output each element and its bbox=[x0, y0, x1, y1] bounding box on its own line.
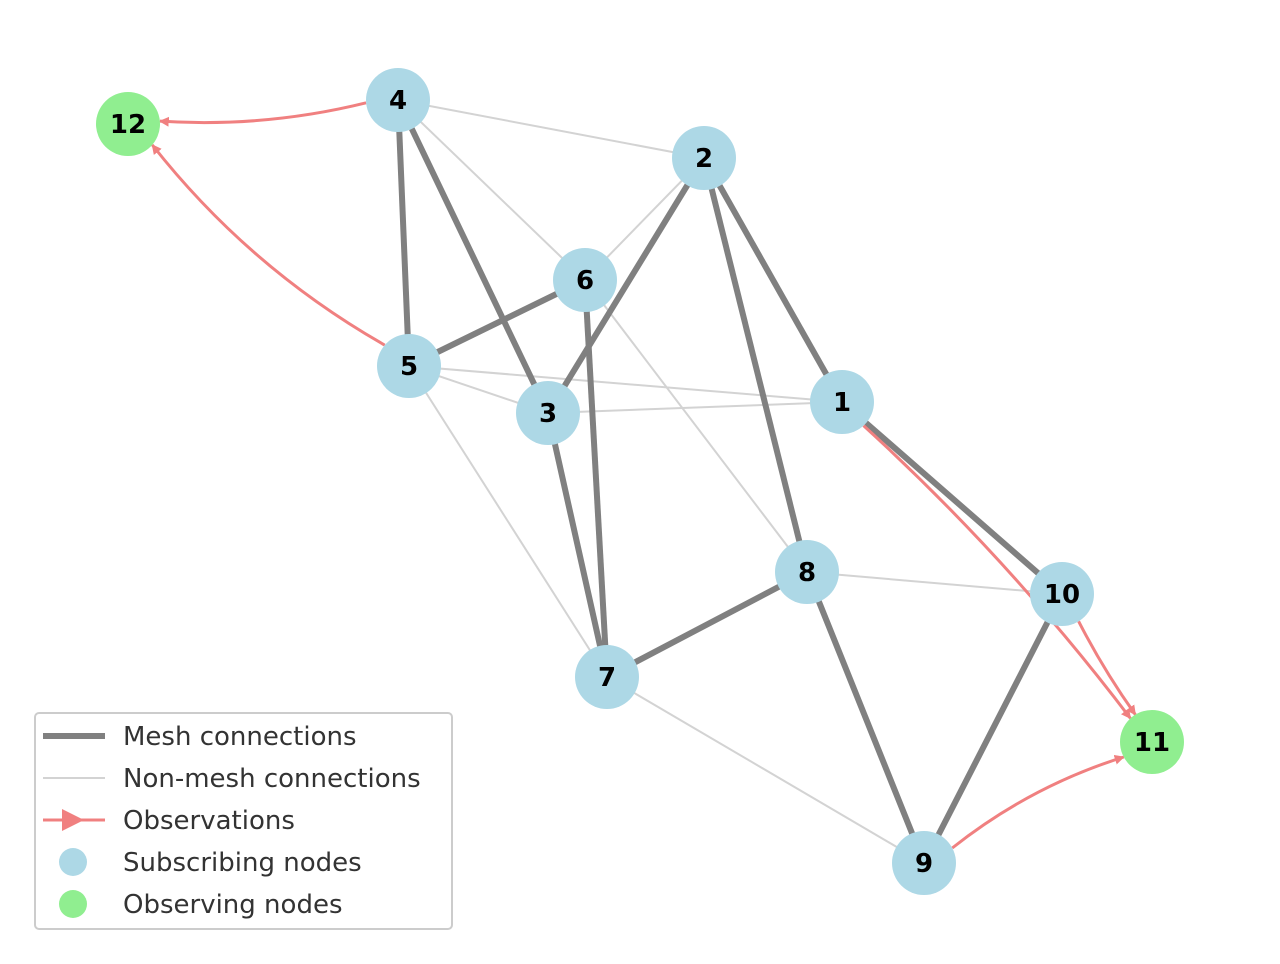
node-label: 3 bbox=[539, 399, 557, 429]
legend-observations-label: Observations bbox=[123, 806, 295, 836]
observation-edge-4-12 bbox=[158, 101, 367, 127]
node-label: 5 bbox=[400, 352, 418, 382]
node-12: 12 bbox=[96, 92, 160, 156]
node-circle bbox=[377, 334, 441, 398]
legend: Mesh connections Non-mesh connections Ob… bbox=[34, 712, 453, 930]
mesh-edges bbox=[395, 98, 1065, 865]
observation-edges bbox=[151, 101, 1137, 850]
legend-subscribing-label: Subscribing nodes bbox=[123, 848, 362, 878]
non-mesh-edges bbox=[397, 99, 1063, 864]
node-circle bbox=[810, 370, 874, 434]
mesh-edge-6-7 bbox=[582, 279, 610, 678]
node-8: 8 bbox=[775, 540, 839, 604]
node-1: 1 bbox=[810, 370, 874, 434]
non-mesh-edge-6-8 bbox=[584, 279, 808, 573]
mesh-edge-4-5 bbox=[395, 99, 412, 367]
node-label: 7 bbox=[598, 663, 616, 693]
non-mesh-edge-4-2 bbox=[397, 99, 705, 159]
node-circle bbox=[366, 68, 430, 132]
node-label: 8 bbox=[798, 558, 816, 588]
node-label: 2 bbox=[695, 144, 713, 174]
node-3: 3 bbox=[516, 381, 580, 445]
non-mesh-edge-5-7 bbox=[408, 365, 608, 678]
node-label: 1 bbox=[833, 388, 851, 418]
mesh-edge-2-1 bbox=[701, 156, 845, 404]
node-circle bbox=[553, 248, 617, 312]
node-circle bbox=[672, 126, 736, 190]
node-circle bbox=[1030, 562, 1094, 626]
legend-box bbox=[34, 712, 453, 930]
non-mesh-edge-4-6 bbox=[397, 99, 586, 281]
non-mesh-edge-7-9 bbox=[606, 676, 925, 864]
mesh-edge-1-10 bbox=[840, 399, 1064, 597]
node-5: 5 bbox=[377, 334, 441, 398]
node-label: 11 bbox=[1134, 728, 1170, 758]
mesh-edge-5-6 bbox=[407, 277, 587, 369]
node-label: 4 bbox=[389, 86, 407, 116]
node-4: 4 bbox=[366, 68, 430, 132]
mesh-edge-3-7 bbox=[545, 412, 610, 678]
mesh-edge-4-3 bbox=[395, 98, 551, 415]
non-mesh-edge-3-1 bbox=[547, 401, 843, 414]
node-circle bbox=[96, 92, 160, 156]
non-mesh-edge-8-10 bbox=[806, 571, 1063, 595]
node-label: 9 bbox=[915, 849, 933, 879]
observation-edge-10-11 bbox=[1077, 620, 1137, 716]
node-6: 6 bbox=[553, 248, 617, 312]
observation-edge-5-12 bbox=[151, 143, 386, 347]
node-circle bbox=[775, 540, 839, 604]
node-11: 11 bbox=[1120, 710, 1184, 774]
mesh-edge-8-9 bbox=[804, 570, 927, 865]
non-mesh-edge-5-1 bbox=[408, 365, 843, 403]
observation-edge-9-11 bbox=[951, 754, 1125, 850]
legend-observations-arrow-icon bbox=[62, 809, 84, 831]
node-9: 9 bbox=[892, 831, 956, 895]
legend-observing-label: Observing nodes bbox=[123, 890, 343, 920]
node-2: 2 bbox=[672, 126, 736, 190]
legend-mesh-label: Mesh connections bbox=[123, 722, 357, 752]
node-7: 7 bbox=[575, 645, 639, 709]
legend-observing-swatch bbox=[59, 890, 87, 918]
node-10: 10 bbox=[1030, 562, 1094, 626]
mesh-edge-7-8 bbox=[605, 569, 809, 680]
mesh-edge-2-8 bbox=[701, 157, 810, 573]
node-label: 6 bbox=[576, 266, 594, 296]
observation-edge-1-11 bbox=[862, 424, 1132, 720]
legend-non-mesh-label: Non-mesh connections bbox=[123, 764, 421, 794]
mesh-edge-9-10 bbox=[921, 592, 1065, 865]
node-circle bbox=[516, 381, 580, 445]
node-circle bbox=[1120, 710, 1184, 774]
node-label: 12 bbox=[110, 110, 146, 140]
legend-subscribing-swatch bbox=[59, 848, 87, 876]
mesh-edge-2-3 bbox=[545, 156, 707, 415]
node-label: 10 bbox=[1044, 580, 1080, 610]
node-circle bbox=[575, 645, 639, 709]
node-circle bbox=[892, 831, 956, 895]
